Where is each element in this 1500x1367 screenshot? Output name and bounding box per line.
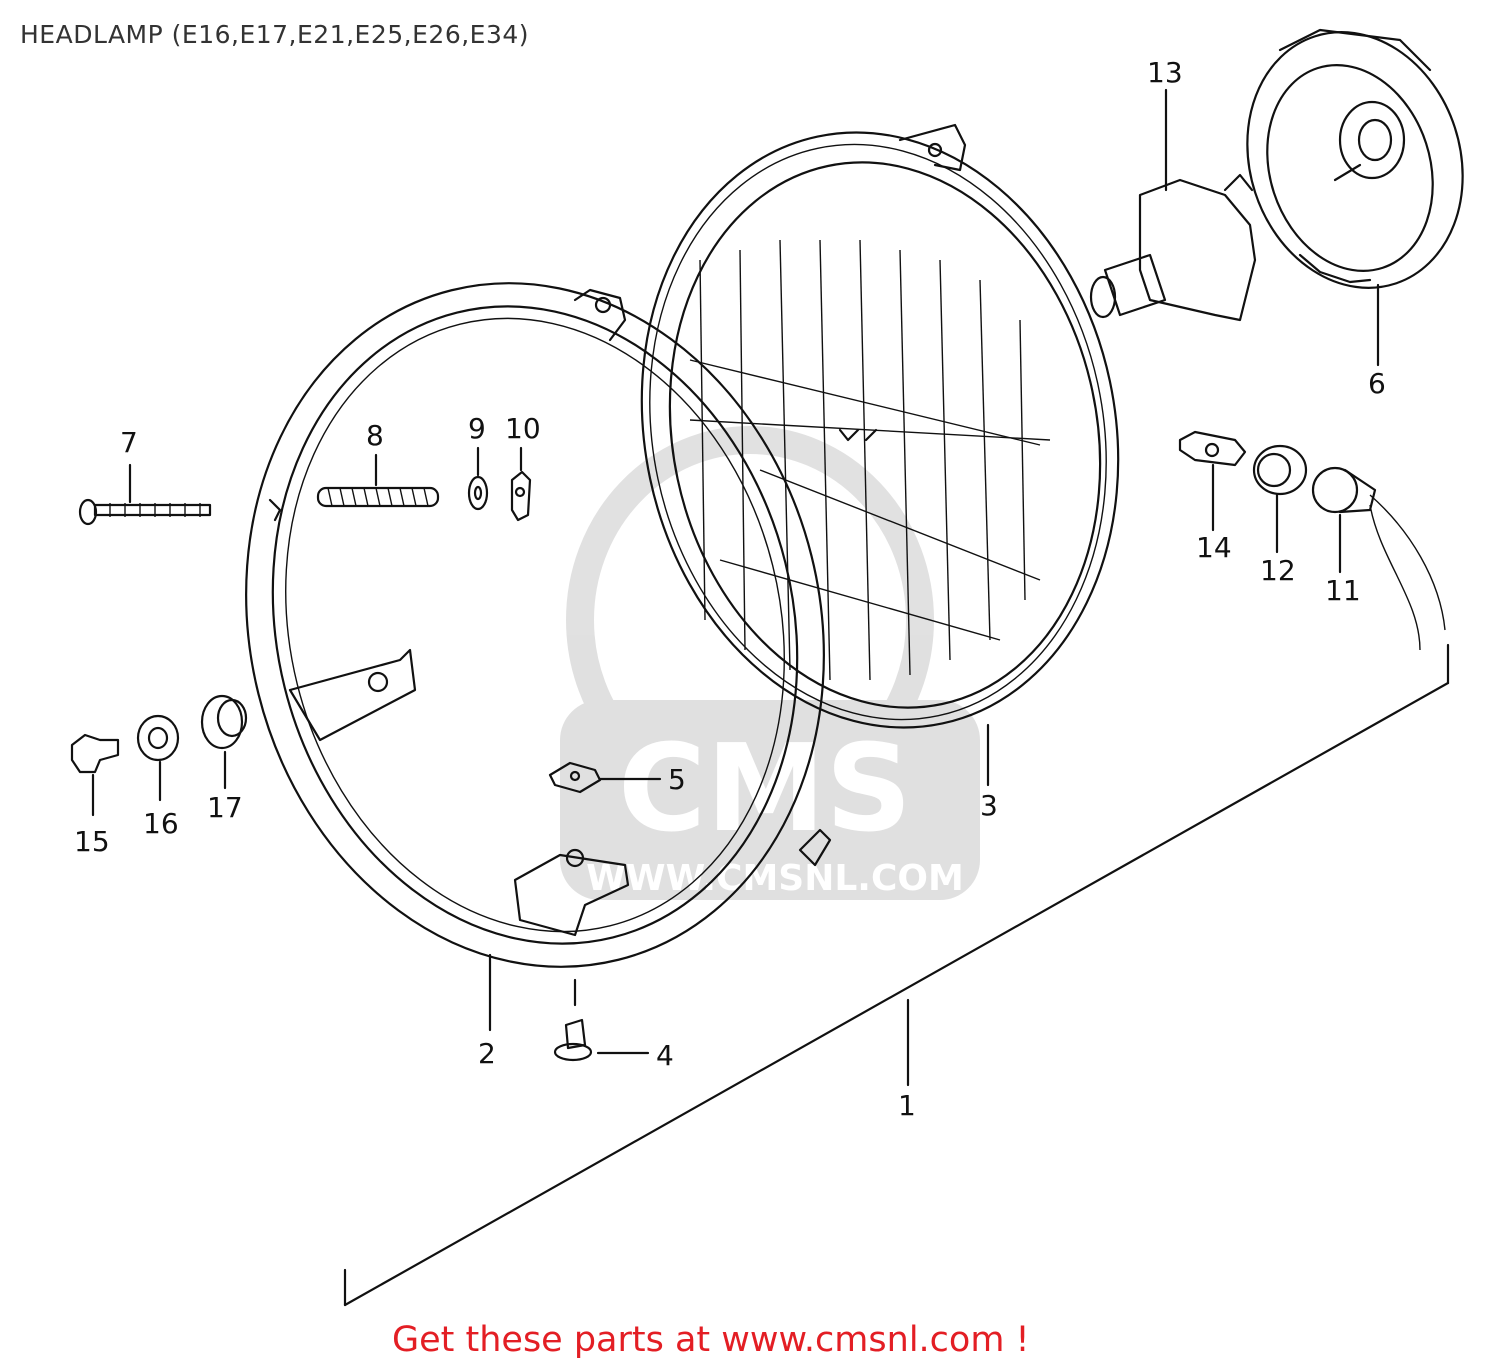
part-label-12: 12	[1260, 554, 1296, 587]
washer-16	[136, 714, 180, 762]
nut-10	[510, 470, 532, 522]
diagram-title: HEADLAMP (E16,E17,E21,E25,E26,E34)	[20, 20, 530, 49]
part-label-15: 15	[74, 825, 110, 858]
position-lamp-11	[1311, 466, 1446, 651]
assembly-bracket-1	[343, 643, 1450, 1307]
part-label-4: 4	[656, 1039, 674, 1072]
bolt-15	[70, 733, 120, 774]
adjusting-screw	[78, 498, 212, 526]
part-label-10: 10	[505, 412, 541, 445]
part-labels: 1 2 3 4 5 6 7 8 9 10 11 12 13 14 15 16 1…	[74, 56, 1386, 1122]
socket-14	[1178, 430, 1247, 467]
cms-watermark: CMS WWW.CMSNL.COM	[560, 426, 980, 900]
part-label-9: 9	[468, 412, 486, 445]
part-label-8: 8	[366, 419, 384, 452]
headlamp-housing	[1246, 28, 1464, 289]
headlamp-bulb	[1089, 173, 1257, 322]
part-label-16: 16	[143, 807, 179, 840]
part-label-7: 7	[120, 426, 138, 459]
adjusting-spring	[316, 486, 440, 508]
washer-9	[467, 475, 489, 511]
watermark-brand: CMS	[618, 720, 912, 859]
grommet-17	[200, 694, 248, 750]
part-label-1: 1	[898, 1089, 916, 1122]
part-label-17: 17	[207, 791, 243, 824]
part-label-5: 5	[668, 763, 686, 796]
part-label-14: 14	[1196, 531, 1232, 564]
grommet-12	[1252, 444, 1308, 496]
headlamp-lens-unit	[640, 123, 1120, 729]
part-label-2: 2	[478, 1037, 496, 1070]
part-label-13: 13	[1147, 56, 1183, 89]
part-label-3: 3	[980, 789, 998, 822]
leader-lines	[91, 88, 1380, 1087]
footer-link[interactable]: Get these parts at www.cmsnl.com !	[392, 1320, 1030, 1360]
part-label-6: 6	[1368, 367, 1386, 400]
watermark-url: WWW.CMSNL.COM	[586, 858, 964, 899]
part-label-11: 11	[1325, 574, 1361, 607]
headlamp-rim	[245, 282, 832, 968]
screw-4	[553, 1018, 593, 1062]
